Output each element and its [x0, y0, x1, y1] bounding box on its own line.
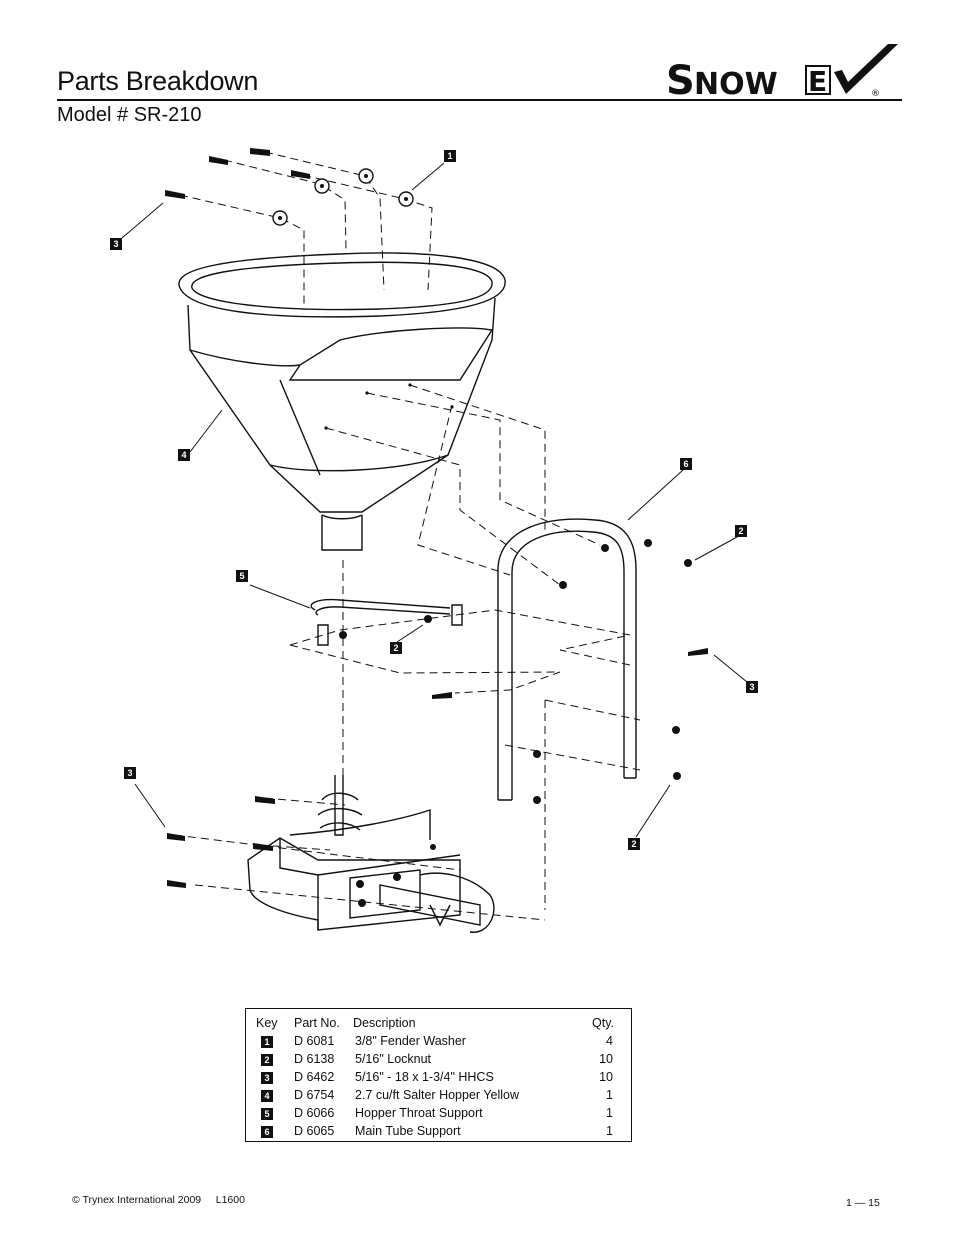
callout-4: 4: [178, 449, 190, 461]
key-badge: 5: [261, 1108, 273, 1120]
qty: 1: [606, 1106, 613, 1120]
parts-table: Key Part No. Description Qty. 1 D 6081 3…: [245, 1008, 632, 1142]
callout-2: 2: [390, 642, 402, 654]
key-badge: 6: [261, 1126, 273, 1138]
key-badge: 1: [261, 1036, 273, 1048]
part-no: D 6081: [294, 1034, 335, 1048]
callout-3: 3: [746, 681, 758, 693]
callout-2: 2: [628, 838, 640, 850]
table-row: 6 D 6065 Main Tube Support 1: [246, 1124, 631, 1142]
table-row: 2 D 6138 5/16" Locknut 10: [246, 1052, 631, 1070]
page-number: 1 — 15: [846, 1197, 880, 1209]
copyright: © Trynex International 2009 L1600: [72, 1194, 245, 1206]
callout-1: 1: [444, 150, 456, 162]
description: 5/16" Locknut: [355, 1052, 432, 1066]
part-no: D 6065: [294, 1124, 335, 1138]
qty: 1: [606, 1088, 613, 1102]
description: Hopper Throat Support: [355, 1106, 483, 1120]
snowex-logo: S NOW E ®: [666, 42, 902, 104]
key-badge: 2: [261, 1054, 273, 1066]
qty: 10: [599, 1052, 613, 1066]
callout-3: 3: [124, 767, 136, 779]
qty: 10: [599, 1070, 613, 1084]
callout-3: 3: [110, 238, 122, 250]
svg-text:NOW: NOW: [694, 67, 778, 98]
exploded-parts-diagram: [121, 148, 748, 933]
header-part-no: Part No.: [294, 1016, 340, 1030]
table-row: 1 D 6081 3/8" Fender Washer 4: [246, 1034, 631, 1052]
part-no: D 6462: [294, 1070, 335, 1084]
callout-6: 6: [680, 458, 692, 470]
table-row: 5 D 6066 Hopper Throat Support 1: [246, 1106, 631, 1124]
header-qty: Qty.: [592, 1016, 614, 1030]
table-row: 4 D 6754 2.7 cu/ft Salter Hopper Yellow …: [246, 1088, 631, 1106]
table-row: 3 D 6462 5/16" - 18 x 1-3/4" HHCS 10: [246, 1070, 631, 1088]
model-number: Model # SR-210: [57, 104, 202, 126]
part-no: D 6138: [294, 1052, 335, 1066]
description: Main Tube Support: [355, 1124, 461, 1138]
description: 5/16" - 18 x 1-3/4" HHCS: [355, 1070, 494, 1084]
svg-text:®: ®: [871, 89, 880, 98]
header-rule: [57, 99, 902, 101]
svg-text:E: E: [808, 65, 827, 98]
key-badge: 4: [261, 1090, 273, 1102]
description: 3/8" Fender Washer: [355, 1034, 466, 1048]
callout-5: 5: [236, 570, 248, 582]
page-title: Parts Breakdown: [57, 66, 259, 96]
header-description: Description: [353, 1016, 416, 1030]
svg-text:S: S: [666, 58, 695, 98]
header-key: Key: [256, 1016, 278, 1030]
part-no: D 6066: [294, 1106, 335, 1120]
description: 2.7 cu/ft Salter Hopper Yellow: [355, 1088, 519, 1102]
qty: 4: [606, 1034, 613, 1048]
part-no: D 6754: [294, 1088, 335, 1102]
key-badge: 3: [261, 1072, 273, 1084]
qty: 1: [606, 1124, 613, 1138]
callout-2: 2: [735, 525, 747, 537]
